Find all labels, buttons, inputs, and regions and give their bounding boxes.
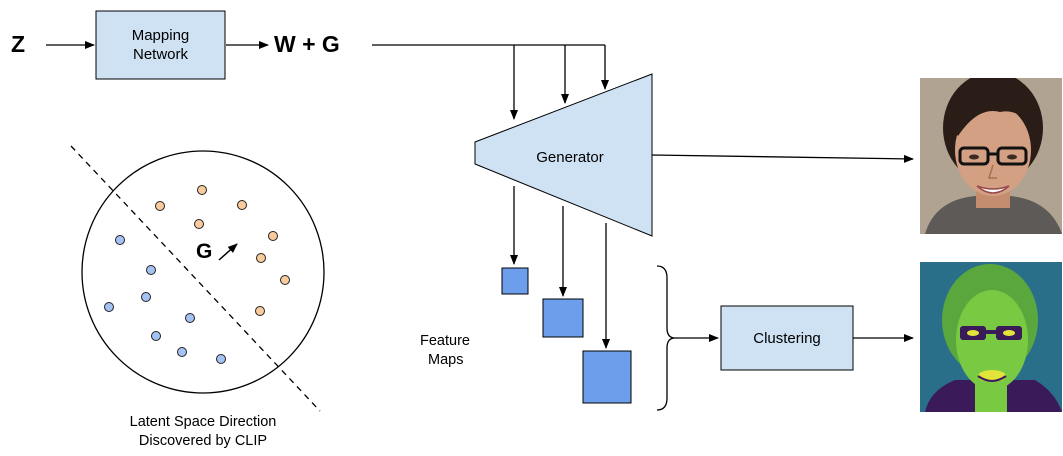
blue-dot xyxy=(146,265,156,275)
generator-shape xyxy=(474,73,653,237)
z-label: Z xyxy=(11,31,26,57)
feature-map-large xyxy=(582,350,632,404)
generator-to-face-arrow xyxy=(651,154,914,163)
direction-g-arrow xyxy=(218,243,238,261)
latent-space-circle xyxy=(81,150,325,394)
feature-maps-label: Feature Maps xyxy=(420,332,510,370)
orange-dot xyxy=(255,306,265,316)
generator-label: Generator xyxy=(536,148,604,166)
mapping-network-label-line2: Network xyxy=(132,46,188,63)
blue-dot xyxy=(115,235,125,245)
orange-dot xyxy=(256,253,266,263)
blue-dot xyxy=(177,347,187,357)
orange-dot xyxy=(155,201,165,211)
segmentation-map xyxy=(920,262,1062,412)
clustering-box xyxy=(720,305,854,371)
blue-dot xyxy=(104,302,114,312)
blue-dot xyxy=(141,292,151,302)
mapping-network-label: Mapping Network xyxy=(96,11,225,79)
wg-label: W + G xyxy=(274,31,340,57)
feature-maps-label-line2: Maps xyxy=(428,352,464,368)
feature-map-small xyxy=(501,267,529,295)
latent-space-caption: Latent Space Direction Discovered by CLI… xyxy=(88,413,318,451)
orange-dot xyxy=(194,219,204,229)
latent-space-caption-line2: Discovered by CLIP xyxy=(138,433,268,449)
mapping-network-box xyxy=(95,10,226,80)
face-photo xyxy=(920,78,1062,234)
clustering-label: Clustering xyxy=(753,329,821,347)
blue-dot xyxy=(185,313,195,323)
blue-dots xyxy=(104,235,226,364)
orange-dot xyxy=(197,185,207,195)
direction-g-label: G xyxy=(196,240,213,263)
feature-map-medium xyxy=(542,298,584,338)
latent-space-caption-line1: Latent Space Direction xyxy=(129,414,277,430)
orange-dot xyxy=(268,231,278,241)
blue-dot xyxy=(151,331,161,341)
orange-dot xyxy=(237,200,247,210)
feature-maps-brace xyxy=(656,265,676,411)
feature-maps-label-line1: Feature xyxy=(420,333,470,349)
decision-boundary-line xyxy=(70,145,321,412)
blue-dot xyxy=(216,354,226,364)
orange-dot xyxy=(280,275,290,285)
orange-dots xyxy=(155,185,290,316)
mapping-network-label-line1: Mapping xyxy=(131,27,190,44)
